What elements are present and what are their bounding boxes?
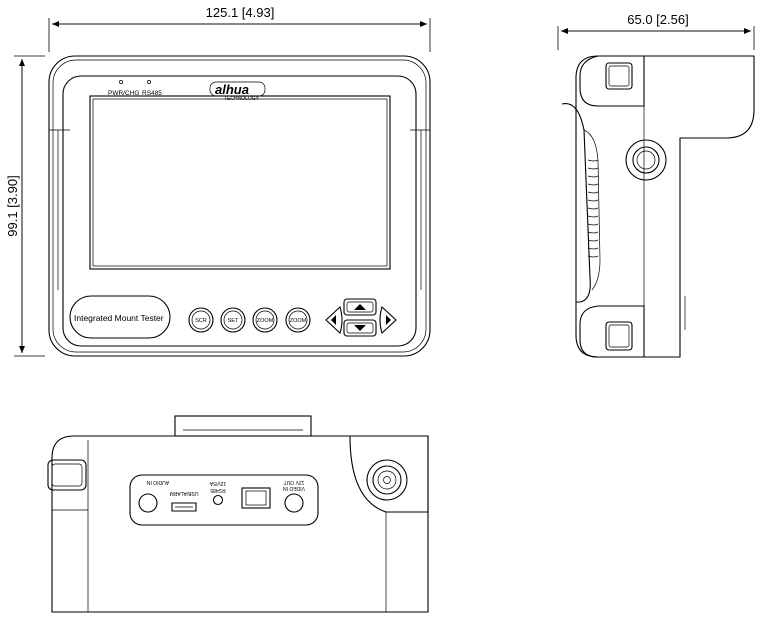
device-label: Integrated Mount Tester: [74, 313, 164, 323]
usb-alarm-label: USB/ALARM: [170, 490, 199, 496]
front-buttons: SCR SET ZOOM ZOOM: [188, 307, 311, 333]
brand-logo-icon: [209, 81, 266, 97]
video-in-label: VIDEO IN: [283, 485, 305, 491]
video-out-label: 12V OUT: [284, 479, 305, 485]
power-12v-label: 12V/5A: [209, 480, 226, 486]
zoom-in-button[interactable]: ZOOM: [285, 307, 311, 333]
right-arrow-button[interactable]: [379, 306, 397, 334]
side-connector-icon: [625, 139, 667, 181]
led-power-label: PWR/CHG: [108, 90, 139, 97]
side-strap: [561, 102, 591, 303]
bottom-right-housing: [349, 435, 429, 513]
label-plate: [69, 295, 171, 339]
down-arrow-button[interactable]: [343, 319, 377, 337]
led-rs485-label: RS485: [142, 90, 162, 97]
depth-dimension: 65.0 [2.56]: [627, 12, 688, 27]
front-outer-frame: [48, 55, 431, 357]
screen: [89, 95, 391, 270]
width-dimension: 125.1 [4.93]: [206, 5, 275, 20]
side-bottom-slot: [605, 321, 633, 351]
zoom-out-button[interactable]: ZOOM: [252, 307, 278, 333]
rj45-port[interactable]: [241, 487, 271, 509]
screen-inner: [92, 98, 388, 267]
audio-in-label: AUDIO IN: [147, 479, 170, 485]
bottom-body: [51, 435, 429, 613]
usb-alarm-port[interactable]: [171, 502, 197, 512]
side-view: 65.0 [2.56]: [557, 12, 755, 358]
zoom-out-button-label: ZOOM: [257, 318, 274, 324]
power-led-icon: [119, 80, 123, 84]
side-grip-ridges: [587, 159, 599, 258]
height-dimension: 99.1 [3.90]: [5, 175, 20, 236]
power-12v-port[interactable]: [212, 494, 224, 506]
audio-in-port[interactable]: [138, 493, 158, 513]
rs485-port-label: RS485: [210, 487, 226, 493]
scr-button-label: SCR: [195, 318, 207, 324]
rs485-led-icon: [147, 80, 151, 84]
front-outer-frame-inner: [52, 59, 427, 353]
set-button-label: SET: [228, 318, 239, 324]
bnc-connector-icon: [366, 459, 408, 501]
zoom-in-button-label: ZOOM: [290, 318, 307, 324]
port-panel: [129, 474, 319, 526]
bottom-view: AUDIO IN USB/ALARM 12V/5A RS485 12V OUT …: [47, 415, 429, 613]
front-bezel: [62, 75, 417, 347]
left-arrow-button[interactable]: [325, 306, 343, 334]
direction-pad: [325, 298, 397, 337]
side-top-slot: [605, 62, 633, 90]
brand-sub: TECHNOLOGY: [224, 96, 260, 102]
front-view: PWR/CHG RS485 alhua TECHNOLOGY Integrate…: [5, 5, 431, 357]
scr-button[interactable]: SCR: [188, 307, 214, 333]
bottom-clip: [174, 415, 312, 437]
side-strap-inner: [583, 129, 601, 291]
side-body: [575, 55, 755, 358]
bottom-left-bumper: [47, 459, 87, 491]
video-in-port[interactable]: [284, 493, 304, 513]
brand-logo: alhua: [215, 82, 249, 97]
set-button[interactable]: SET: [220, 307, 246, 333]
up-arrow-button[interactable]: [343, 298, 377, 316]
side-bottom-bumper: [579, 305, 645, 358]
side-top-bumper: [579, 55, 645, 107]
